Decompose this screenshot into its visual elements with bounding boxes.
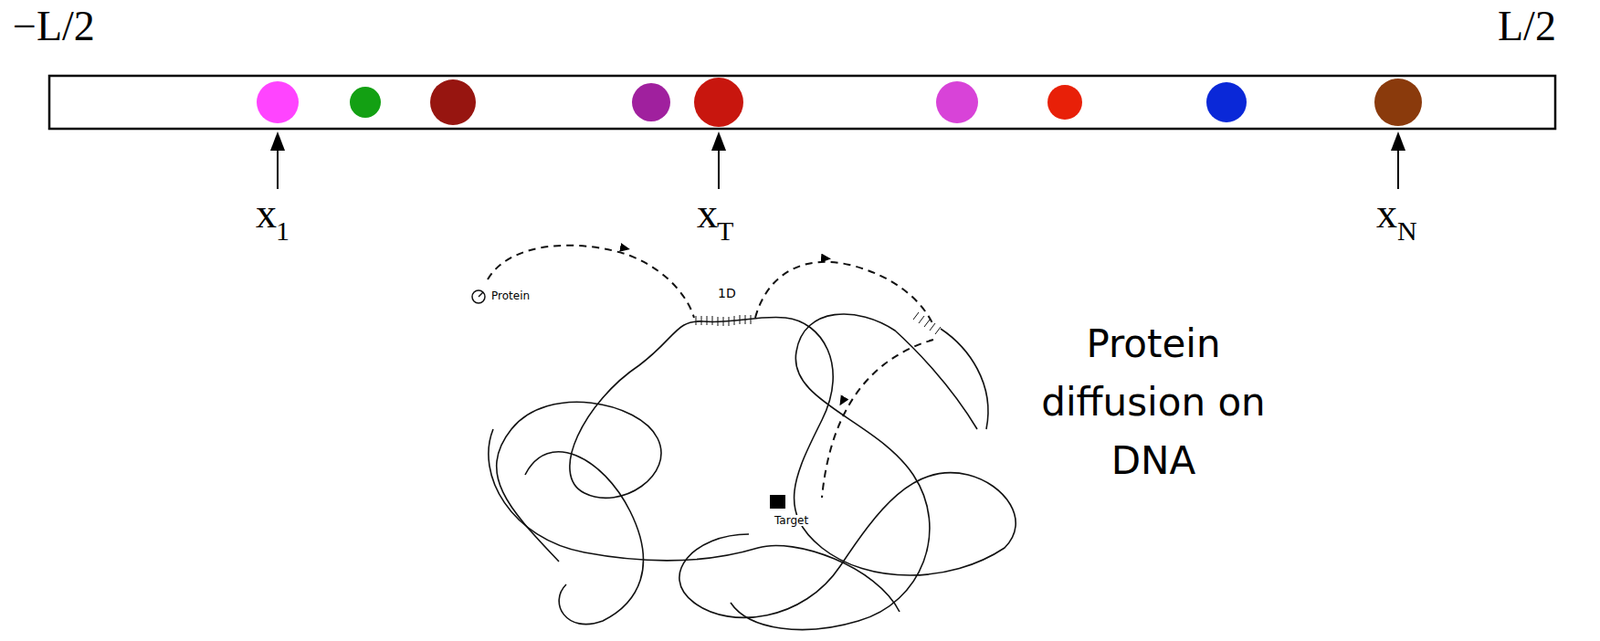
target-site bbox=[769, 494, 786, 509]
hop-arc bbox=[842, 339, 934, 402]
hop-arc bbox=[821, 339, 934, 498]
position-symbol: x bbox=[1376, 192, 1398, 235]
bead bbox=[631, 83, 671, 122]
dna-strand bbox=[488, 429, 900, 612]
dna-strand bbox=[940, 328, 989, 430]
bead bbox=[936, 81, 979, 124]
arrow-head bbox=[270, 131, 285, 151]
hop-arc bbox=[755, 258, 827, 318]
position-subscript: N bbox=[1397, 217, 1418, 245]
arrow-shaft bbox=[1397, 146, 1400, 190]
tick-marks bbox=[695, 315, 751, 327]
hop-arc bbox=[487, 245, 695, 318]
position-subscript: T bbox=[716, 217, 734, 245]
dna-strand bbox=[525, 452, 643, 625]
sliding-ticks bbox=[695, 312, 941, 335]
dna-strand bbox=[496, 316, 1016, 618]
hop-arc bbox=[755, 262, 934, 326]
position-symbol: x bbox=[696, 192, 718, 235]
bead bbox=[1206, 82, 1247, 123]
dna-strand bbox=[730, 314, 978, 631]
position-arrows bbox=[270, 131, 1406, 190]
hop-arc bbox=[487, 242, 626, 280]
axis-end: −L/2 bbox=[12, 5, 95, 48]
arrow-shaft bbox=[717, 146, 720, 190]
arrow-shaft bbox=[276, 146, 279, 190]
bead bbox=[1047, 84, 1083, 120]
bead bbox=[1374, 78, 1422, 127]
tick-marks bbox=[913, 312, 941, 335]
hop-paths bbox=[487, 242, 934, 498]
illustration-label: Target bbox=[772, 515, 811, 527]
protein-beads bbox=[256, 77, 1422, 127]
caption-text: Protein diffusion on DNA bbox=[1034, 315, 1273, 491]
arrow-head bbox=[711, 131, 727, 151]
bead bbox=[256, 81, 299, 124]
protein-icon bbox=[478, 292, 484, 297]
position-symbol: x bbox=[255, 192, 277, 235]
axis-end: L/2 bbox=[1497, 5, 1557, 48]
illustration-label: Protein bbox=[489, 290, 532, 302]
illustration-label: 1D bbox=[715, 286, 738, 300]
position-subscript: 1 bbox=[275, 217, 290, 245]
bead bbox=[349, 86, 381, 118]
bead bbox=[430, 79, 476, 126]
dna-bar bbox=[49, 75, 1556, 129]
arrow-head bbox=[1390, 131, 1406, 151]
bead bbox=[694, 77, 744, 127]
dna-tangle bbox=[488, 314, 1016, 631]
protein-icon bbox=[472, 290, 485, 304]
